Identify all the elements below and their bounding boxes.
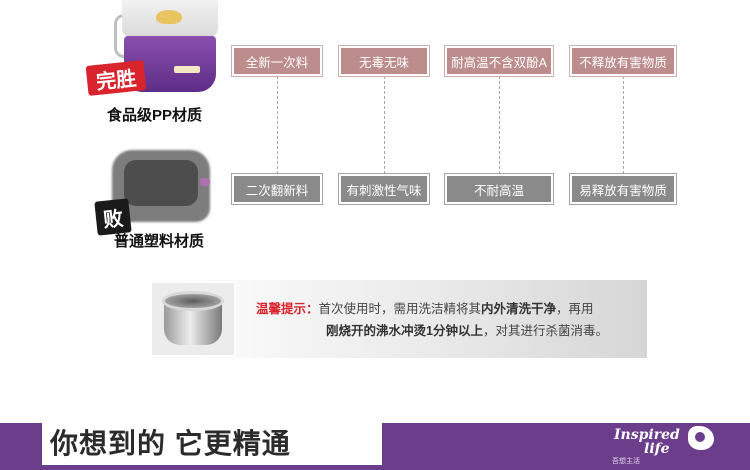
logo-line-2: life	[644, 441, 670, 457]
steel-pot-image	[150, 281, 236, 357]
good-feature-tag: 不释放有害物质	[570, 46, 676, 76]
connector-line	[623, 76, 624, 174]
tip-bold-1: 内外清洗干净	[481, 302, 557, 316]
slogan: 你想到的 它更精通	[50, 428, 291, 459]
brand-logo: Inspired life	[614, 428, 680, 456]
win-badge: 完胜	[85, 60, 147, 96]
tip-text: 温馨提示：首次使用时，需用洗洁精将其内外清洗干净，再用 刚烧开的沸水冲烫1分钟以…	[256, 298, 648, 342]
good-feature-tag: 全新一次料	[232, 46, 322, 76]
tip-bold-2: 刚烧开的沸水冲烫1分钟以上	[326, 324, 483, 338]
tip-label: 温馨提示：	[256, 302, 319, 316]
logo-line-1: Inspired	[614, 427, 680, 443]
logo-icon	[688, 426, 714, 450]
tip-text-2: ，再用	[556, 302, 594, 316]
logo-subtitle: 吾想主活	[612, 457, 640, 465]
pp-material-caption: 食品级PP材质	[107, 107, 203, 124]
connector-line	[499, 76, 500, 174]
bad-feature-tag: 有刺激性气味	[339, 174, 429, 204]
tip-text-1: 首次使用时，需用洗洁精将其	[318, 302, 482, 316]
good-feature-tag: 耐高温不含双酚A	[445, 46, 553, 76]
bad-feature-tag: 易释放有害物质	[570, 174, 676, 204]
connector-line	[384, 76, 385, 174]
good-feature-tag: 无毒无味	[339, 46, 429, 76]
slogan-box	[42, 421, 382, 465]
bad-feature-tag: 不耐高温	[445, 174, 553, 204]
connector-line	[277, 76, 278, 174]
bad-feature-tag: 二次翻新料	[232, 174, 322, 204]
tip-text-3: ，对其进行杀菌消毒。	[482, 324, 608, 338]
plastic-material-caption: 普通塑料材质	[114, 233, 205, 250]
